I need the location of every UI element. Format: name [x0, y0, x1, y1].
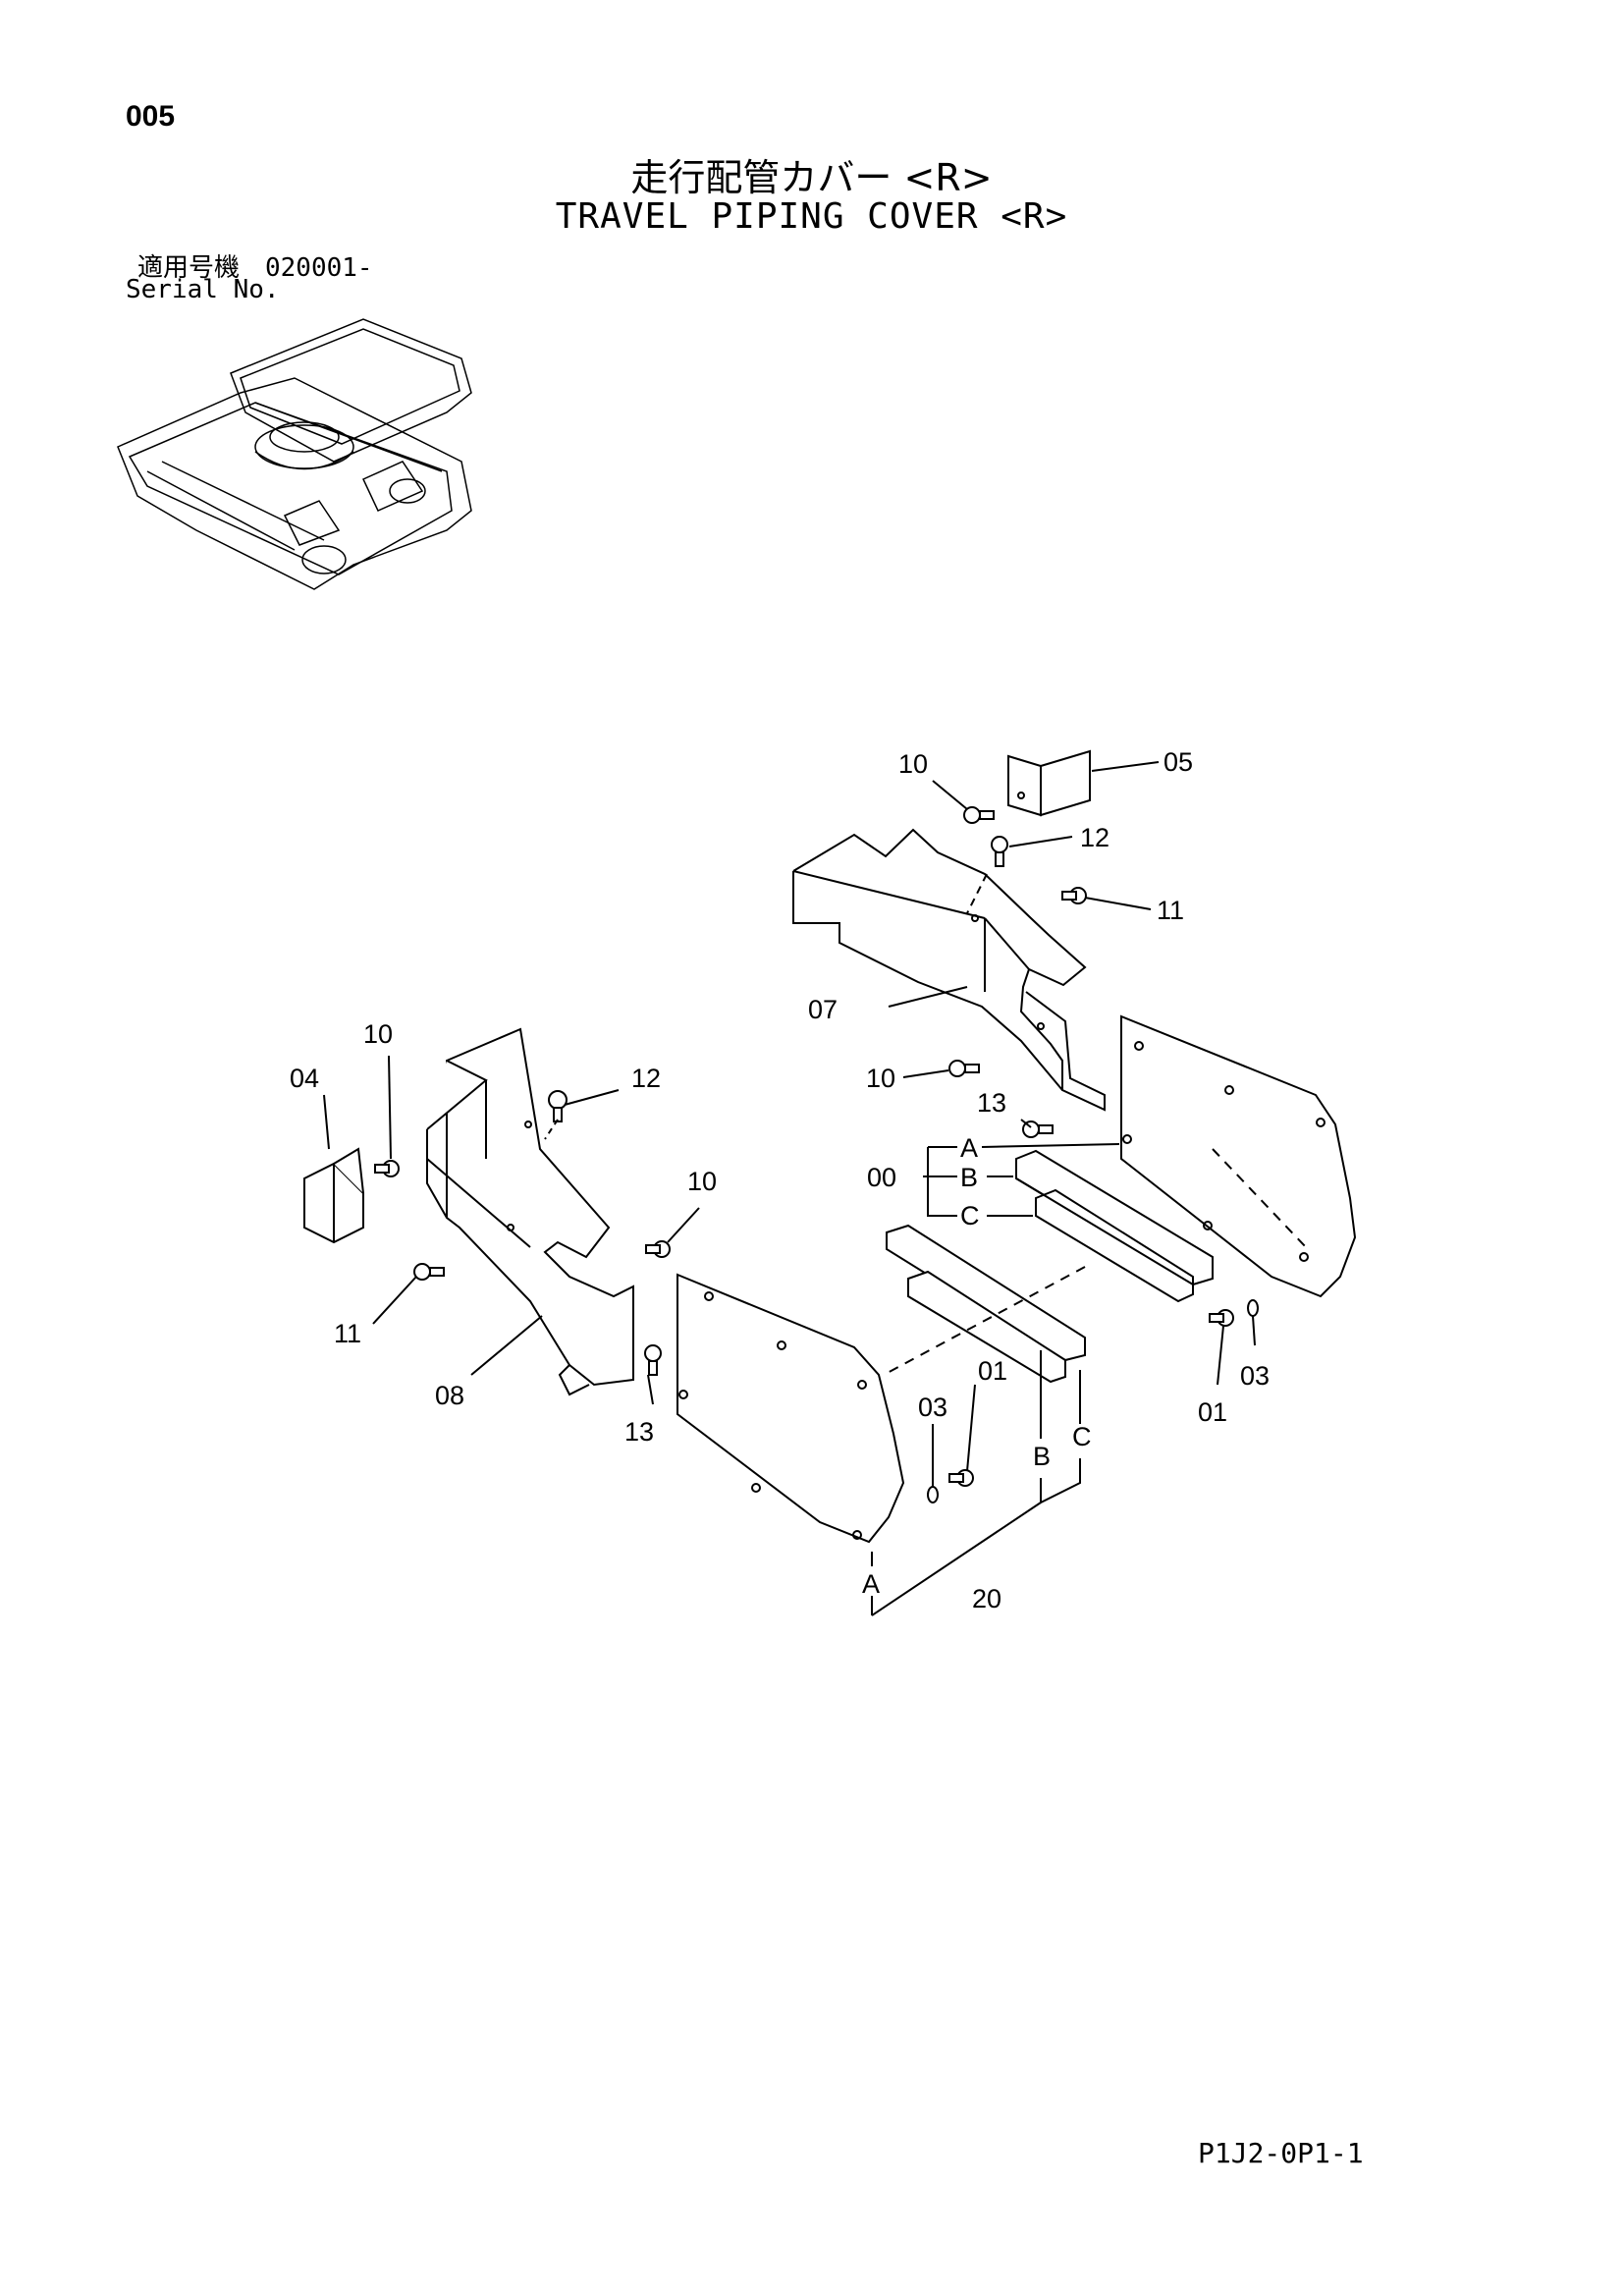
- bolt-icon: [645, 1240, 671, 1258]
- callout-03: 03: [918, 1393, 947, 1422]
- right-side-panel: [1120, 1014, 1357, 1298]
- bolt-icon: [1061, 887, 1087, 904]
- bolt-icon: [374, 1160, 400, 1177]
- callout-08: 08: [435, 1381, 464, 1410]
- washer-icon: [927, 1486, 939, 1503]
- bolt-icon: [963, 806, 995, 824]
- serial-label-japanese: 適用号機 020001-: [137, 253, 373, 283]
- bolt-icon: [548, 1090, 568, 1122]
- undercarriage-thumbnail: [117, 318, 472, 590]
- callout-05: 05: [1163, 747, 1193, 777]
- callout-01: 01: [1198, 1397, 1227, 1427]
- callout-12: 12: [1080, 823, 1109, 852]
- left-gasket-strips: [886, 1224, 1086, 1384]
- part-04-bracket: [303, 1147, 364, 1244]
- page-number: 005: [126, 100, 176, 133]
- bolt-icon: [413, 1263, 445, 1281]
- bolt-icon: [948, 1060, 980, 1077]
- callout-C: C: [960, 1201, 980, 1230]
- callout-13: 13: [624, 1417, 654, 1447]
- sheet-code: P1J2-0P1-1: [1198, 2137, 1364, 2169]
- leader-lines: [323, 761, 1307, 1616]
- callout-10: 10: [363, 1019, 393, 1049]
- callout-10: 10: [866, 1064, 895, 1093]
- page-title-japanese: 走行配管カバー <R>: [630, 156, 993, 199]
- callout-12: 12: [631, 1064, 661, 1093]
- callout-07: 07: [808, 995, 838, 1024]
- callout-B: B: [960, 1163, 978, 1192]
- bolt-icon: [644, 1344, 662, 1376]
- callout-10: 10: [898, 749, 928, 779]
- page-title-english: TRAVEL PIPING COVER <R>: [555, 196, 1068, 237]
- callout-10: 10: [687, 1167, 717, 1196]
- serial-label-english: Serial No.: [126, 275, 280, 304]
- callout-00: 00: [867, 1163, 896, 1192]
- callout-03: 03: [1240, 1361, 1270, 1391]
- washer-icon: [1247, 1299, 1259, 1317]
- left-side-panel: [676, 1273, 905, 1544]
- bolt-icon: [991, 836, 1008, 867]
- callout-A: A: [862, 1569, 880, 1599]
- bolt-icon: [948, 1469, 974, 1487]
- callout-04: 04: [290, 1064, 319, 1093]
- callout-20: 20: [972, 1584, 1001, 1613]
- callout-01: 01: [978, 1356, 1007, 1386]
- part-07-upper-cover: [792, 828, 1106, 1112]
- bolt-icon: [1209, 1309, 1234, 1327]
- part-08-left-cover: [426, 1027, 634, 1396]
- callout-labels: 05 10 12 11 07 10 13 04 10 12 10 11 08 1…: [290, 747, 1270, 1613]
- callout-11: 11: [334, 1319, 361, 1348]
- callout-11: 11: [1157, 896, 1184, 925]
- right-gasket-strips: [1015, 1149, 1214, 1303]
- callout-C: C: [1072, 1422, 1092, 1451]
- callout-13: 13: [977, 1088, 1006, 1118]
- part-05-bracket: [1007, 749, 1091, 817]
- callout-A: A: [960, 1133, 978, 1163]
- callout-B: B: [1033, 1442, 1051, 1471]
